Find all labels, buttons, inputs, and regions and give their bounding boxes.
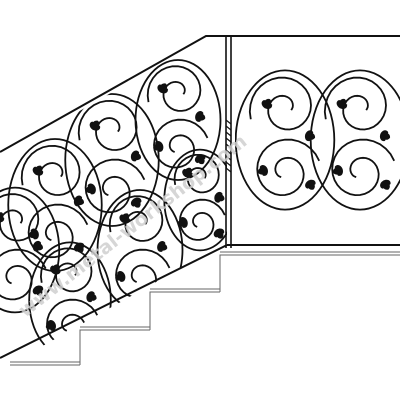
scroll-curl <box>178 198 226 241</box>
scroll-curl <box>256 138 320 197</box>
scroll-curl <box>0 248 47 301</box>
scroll-curl <box>77 99 138 151</box>
step-2 <box>79 329 150 365</box>
scroll-curl <box>108 195 164 242</box>
scroll-curl <box>146 65 202 112</box>
scroll-curl <box>331 138 395 197</box>
leaf <box>0 272 1 283</box>
step-4 <box>219 254 400 292</box>
scroll-curl <box>84 158 146 214</box>
post-twist <box>225 119 232 173</box>
scroll-loop <box>134 59 222 181</box>
leaf <box>158 282 169 291</box>
scroll-loop <box>235 69 336 211</box>
scroll-curl <box>39 247 93 293</box>
stair-scroll-panel <box>0 59 227 359</box>
scroll-group-stair <box>0 59 227 359</box>
staircase <box>10 251 400 366</box>
handrail <box>0 35 400 153</box>
scroll-curl <box>173 154 220 194</box>
scroll-curl <box>248 76 312 131</box>
scroll-loop <box>163 148 227 252</box>
leaf <box>88 331 98 340</box>
leaf <box>0 274 2 285</box>
flat-scroll-panel <box>235 69 400 211</box>
scroll-curl <box>323 76 387 131</box>
scroll-curl <box>27 203 89 259</box>
leaf <box>85 333 92 342</box>
step-3 <box>149 291 220 330</box>
scroll-loop <box>309 69 400 211</box>
leaf <box>86 331 98 345</box>
scroll-curl <box>20 144 81 196</box>
bottom-rail-slope <box>0 244 228 359</box>
scroll-curl <box>153 118 209 169</box>
step-edges <box>10 251 400 363</box>
railing-frame <box>0 35 400 359</box>
scroll-group-flat <box>235 69 400 211</box>
